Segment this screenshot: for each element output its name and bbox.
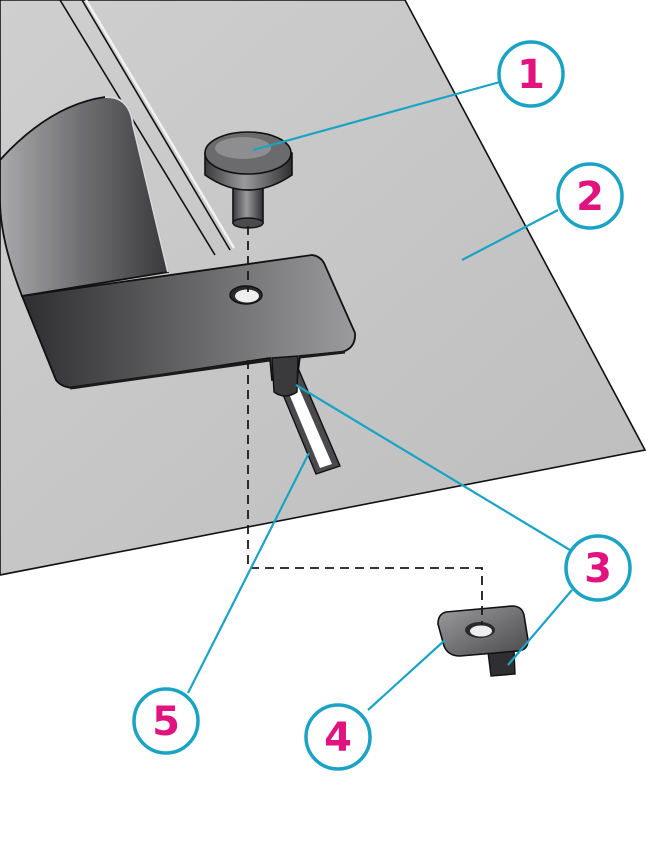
leader-lines <box>187 80 573 711</box>
locking-nut <box>437 605 529 677</box>
bracket-upright <box>0 95 170 298</box>
guide-tab <box>271 355 299 397</box>
callout-1-number: 1 <box>517 52 545 98</box>
knob-screw <box>204 131 293 229</box>
callout-5-number: 5 <box>152 699 180 745</box>
callout-2-number: 2 <box>576 174 604 220</box>
callout-3: 3 <box>564 534 632 602</box>
callout-1: 1 <box>497 40 565 108</box>
callout-5: 5 <box>132 687 200 755</box>
callout-2: 2 <box>556 162 624 230</box>
bracket-plate <box>20 254 356 390</box>
callout-4: 4 <box>304 703 372 771</box>
callout-4-number: 4 <box>324 715 352 761</box>
assembly-guide-lines <box>247 226 483 625</box>
callout-3-number: 3 <box>584 546 612 592</box>
